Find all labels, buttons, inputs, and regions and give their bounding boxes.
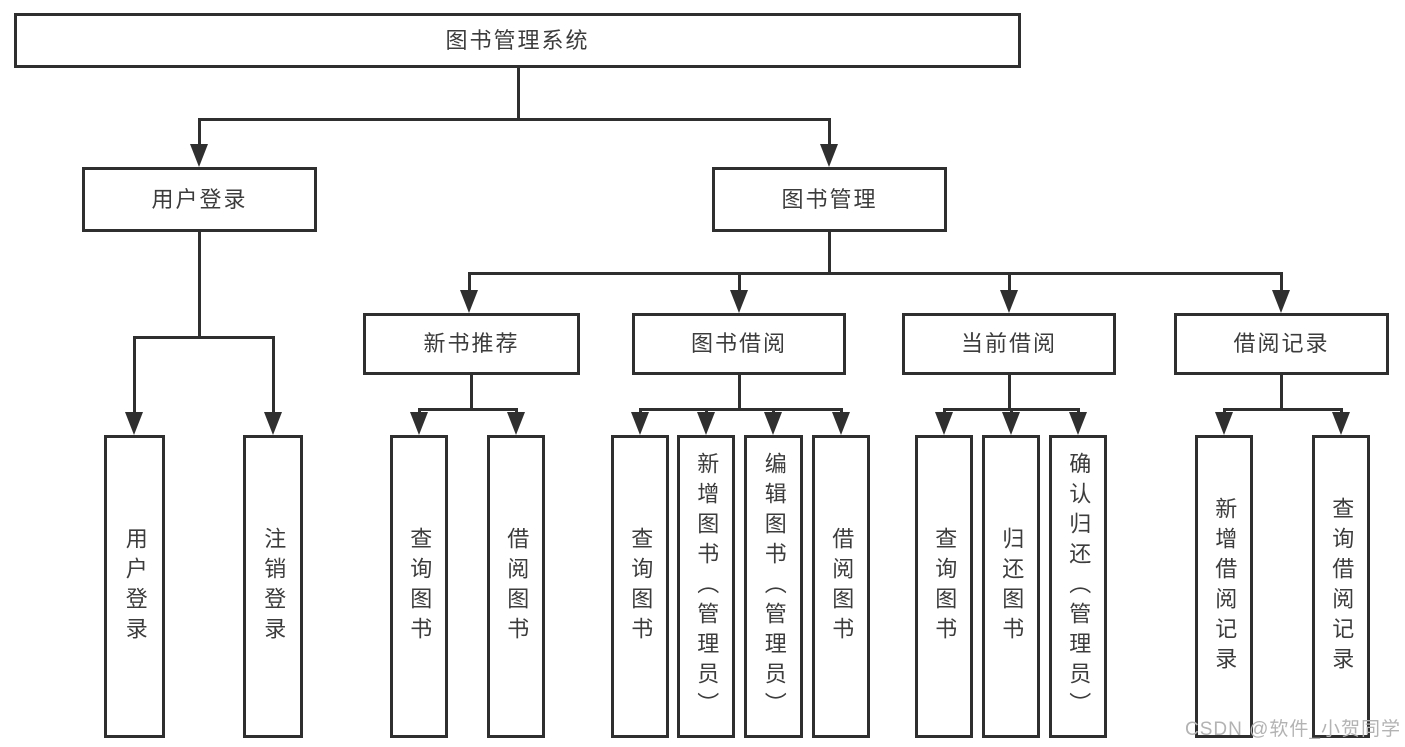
leaf-nbr-borrow-books: 借阅图书 <box>487 435 545 738</box>
leaf-logout-label: 注销登录 <box>261 526 287 647</box>
connector-bb-hline <box>639 408 843 411</box>
connector-userlogin-stem <box>198 232 201 336</box>
node-new-book-recommend-label: 新书推荐 <box>423 331 520 356</box>
leaf-cb-return-books-label: 归还图书 <box>999 526 1025 647</box>
node-book-borrow-label: 图书借阅 <box>690 331 787 356</box>
connector-bookborrow-arrow-stem <box>738 272 741 294</box>
logoutleaf-arrowhead-icon <box>264 412 282 435</box>
loginleaf-arrowhead-icon <box>125 412 143 435</box>
connector-root-stem <box>517 68 520 118</box>
leaf-br-query-record: 查询借阅记录 <box>1312 435 1370 738</box>
bookmgmt-arrowhead-icon <box>820 144 838 167</box>
leaf-user-login-label: 用户登录 <box>122 526 148 647</box>
leaf-nbr-borrow-books-label: 借阅图书 <box>504 526 530 647</box>
connector-bookmgmt-hline <box>468 272 1283 275</box>
leaf-br-add-record-label: 新增借阅记录 <box>1212 496 1238 677</box>
leaf-nbr-query-books: 查询图书 <box>390 435 448 738</box>
leaf-cb-query-books: 查询图书 <box>915 435 973 738</box>
node-current-borrow: 当前借阅 <box>902 313 1116 375</box>
leaf-cb-query-books-label: 查询图书 <box>932 526 958 647</box>
leaf-bb-add-books-label: 新增图书（管理员） <box>694 451 720 722</box>
bb-query-arrowhead-icon <box>631 412 649 435</box>
node-user-login-branch-label: 用户登录 <box>151 186 248 212</box>
connector-bookmgmt-arrow-stem <box>828 118 831 150</box>
br-query-arrowhead-icon <box>1332 412 1350 435</box>
bb-edit-arrowhead-icon <box>764 412 782 435</box>
connector-bookmgmt-stem <box>828 232 831 272</box>
bb-borrow-arrowhead-icon <box>832 412 850 435</box>
cb-query-arrowhead-icon <box>935 412 953 435</box>
leaf-bb-query-books-label: 查询图书 <box>628 526 654 647</box>
userlogin-arrowhead-icon <box>190 144 208 167</box>
connector-userlogin-hline <box>133 336 275 339</box>
connector-newbook-arrow-stem <box>468 272 471 294</box>
csdn-watermark: CSDN @软件_小贺同学 <box>1185 719 1401 740</box>
node-root-label: 图书管理系统 <box>445 27 590 53</box>
leaf-br-add-record: 新增借阅记录 <box>1195 435 1253 738</box>
node-book-management-branch-label: 图书管理 <box>781 186 878 212</box>
connector-logoutleaf-arrow-stem <box>272 336 275 416</box>
connector-br-stem <box>1280 375 1283 408</box>
node-new-book-recommend: 新书推荐 <box>363 313 580 375</box>
connector-cb-stem <box>1008 375 1011 408</box>
connector-borrowrecords-arrow-stem <box>1280 272 1283 294</box>
nbr-borrow-arrowhead-icon <box>507 412 525 435</box>
currentborrow-arrowhead-icon <box>1000 290 1018 313</box>
leaf-user-login: 用户登录 <box>104 435 165 738</box>
cb-return-arrowhead-icon <box>1002 412 1020 435</box>
leaf-bb-query-books: 查询图书 <box>611 435 669 738</box>
leaf-cb-confirm-return-label: 确认归还（管理员） <box>1066 451 1092 722</box>
leaf-nbr-query-books-label: 查询图书 <box>407 526 433 647</box>
connector-currentborrow-arrow-stem <box>1008 272 1011 294</box>
connector-br-hline <box>1223 408 1343 411</box>
leaf-cb-confirm-return: 确认归还（管理员） <box>1049 435 1107 738</box>
bb-add-arrowhead-icon <box>697 412 715 435</box>
connector-nbr-stem <box>470 375 473 408</box>
leaf-cb-return-books: 归还图书 <box>982 435 1040 738</box>
borrowrecords-arrowhead-icon <box>1272 290 1290 313</box>
node-root: 图书管理系统 <box>14 13 1021 68</box>
node-book-management-branch: 图书管理 <box>712 167 947 232</box>
leaf-logout: 注销登录 <box>243 435 303 738</box>
connector-nbr-hline <box>418 408 518 411</box>
connector-loginleaf-arrow-stem <box>133 336 136 416</box>
connector-userlogin-arrow-stem <box>198 118 201 150</box>
node-borrow-records: 借阅记录 <box>1174 313 1389 375</box>
connector-bb-stem <box>738 375 741 408</box>
newbook-arrowhead-icon <box>460 290 478 313</box>
node-book-borrow: 图书借阅 <box>632 313 846 375</box>
connector-root-hline <box>198 118 831 121</box>
leaf-bb-borrow-books: 借阅图书 <box>812 435 870 738</box>
leaf-bb-edit-books-label: 编辑图书（管理员） <box>761 451 787 722</box>
node-current-borrow-label: 当前借阅 <box>960 331 1057 356</box>
cb-confirm-arrowhead-icon <box>1069 412 1087 435</box>
bookborrow-arrowhead-icon <box>730 290 748 313</box>
node-user-login-branch: 用户登录 <box>82 167 317 232</box>
leaf-bb-edit-books: 编辑图书（管理员） <box>744 435 803 738</box>
leaf-bb-borrow-books-label: 借阅图书 <box>829 526 855 647</box>
br-add-arrowhead-icon <box>1215 412 1233 435</box>
leaf-bb-add-books: 新增图书（管理员） <box>677 435 735 738</box>
node-borrow-records-label: 借阅记录 <box>1233 331 1330 356</box>
nbr-query-arrowhead-icon <box>410 412 428 435</box>
leaf-br-query-record-label: 查询借阅记录 <box>1329 496 1355 677</box>
